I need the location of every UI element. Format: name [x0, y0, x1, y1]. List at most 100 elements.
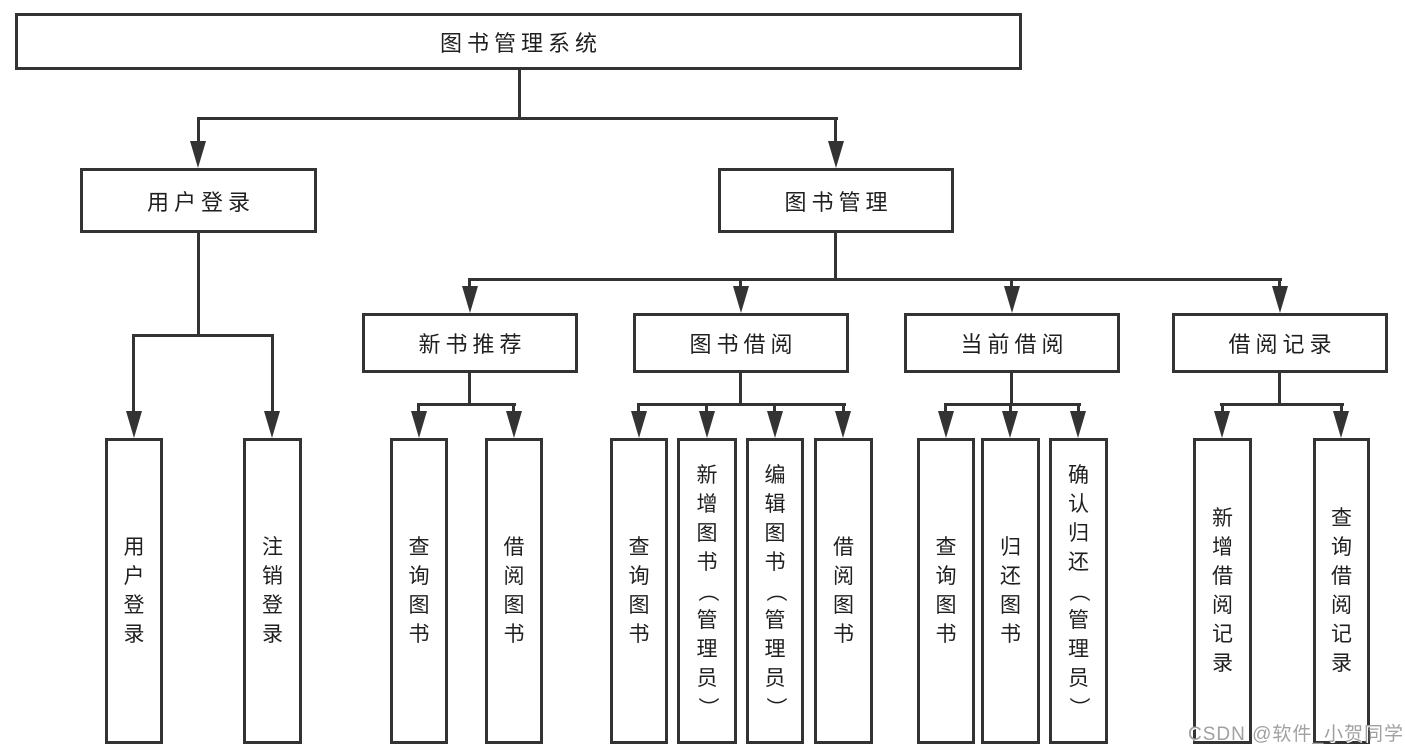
connector-line — [518, 70, 521, 119]
vertical-char: 增 — [696, 492, 718, 516]
node-library-management-system: 图书管理系统 — [15, 13, 1022, 70]
arrow-down-icon — [1333, 411, 1349, 438]
vertical-char: 记 — [1331, 623, 1352, 646]
node-borrowing-records: 借阅记录 — [1172, 313, 1388, 373]
vertical-char: 图 — [935, 594, 957, 617]
vertical-char: ） — [763, 696, 787, 718]
arrow-down-icon — [264, 411, 280, 438]
node-label: 图书借阅 — [689, 332, 798, 357]
vertical-char: 管 — [1068, 608, 1089, 632]
vertical-char: 借 — [1212, 565, 1233, 588]
arrow-down-icon — [733, 286, 749, 313]
vertical-char: 新 — [1212, 507, 1233, 530]
node-leaf-logout: 注销登录 — [243, 438, 302, 744]
vertical-char: 借 — [1331, 565, 1352, 588]
arrow-down-icon — [126, 411, 142, 438]
vertical-char: 管 — [696, 608, 718, 632]
arrow-down-icon — [506, 411, 522, 438]
node-book-management: 图书管理 — [718, 168, 954, 233]
vertical-char: 编 — [764, 463, 786, 487]
vertical-char: 登 — [262, 594, 283, 617]
connector-line — [739, 373, 742, 406]
vertical-char: 辑 — [764, 492, 786, 516]
connector-line — [944, 403, 947, 415]
node-user-login: 用户登录 — [80, 168, 317, 233]
vertical-char: 阅 — [1331, 594, 1352, 617]
node-label: 图书管理 — [784, 189, 893, 215]
vertical-char: 户 — [123, 565, 145, 588]
node-label: 当前借阅 — [960, 332, 1069, 357]
arrow-down-icon — [1070, 411, 1086, 438]
arrow-down-icon — [1272, 286, 1288, 313]
arrow-down-icon — [462, 286, 478, 313]
vertical-char: 阅 — [503, 565, 525, 588]
vertical-char: 借 — [503, 536, 525, 559]
connector-line — [773, 403, 776, 415]
vertical-char: 员 — [764, 666, 786, 690]
arrow-down-icon — [1004, 286, 1020, 313]
vertical-char: 询 — [1331, 536, 1352, 559]
arrow-down-icon — [828, 141, 844, 168]
vertical-char: 销 — [262, 565, 283, 588]
node-leaf-add-book-admin: 新增图书（管理员） — [677, 438, 737, 744]
arrow-down-icon — [835, 411, 851, 438]
connector-line — [637, 403, 640, 415]
node-leaf-return-book: 归还图书 — [981, 438, 1040, 744]
arrow-down-icon — [631, 411, 647, 438]
node-book-borrowing: 图书借阅 — [633, 313, 849, 373]
vertical-char: 认 — [1068, 492, 1089, 516]
connector-line — [1221, 403, 1224, 415]
vertical-char: 借 — [833, 536, 854, 559]
vertical-char: 阅 — [1212, 594, 1233, 617]
connector-line — [417, 403, 420, 415]
node-current-borrowing: 当前借阅 — [904, 313, 1120, 373]
vertical-char: ） — [695, 696, 719, 718]
node-leaf-user-login: 用户登录 — [105, 438, 163, 744]
vertical-char: 增 — [1212, 536, 1233, 559]
arrow-down-icon — [767, 411, 783, 438]
vertical-char: 记 — [1212, 623, 1233, 646]
vertical-char: 录 — [1212, 652, 1233, 675]
vertical-char: 询 — [408, 565, 430, 588]
connector-line — [944, 403, 1081, 406]
node-leaf-query-books-recommend: 查询图书 — [390, 438, 448, 744]
vertical-char: 还 — [1000, 565, 1021, 588]
vertical-char: 查 — [628, 536, 650, 559]
vertical-char: 阅 — [833, 565, 854, 588]
connector-line — [417, 403, 516, 406]
node-leaf-query-books-current: 查询图书 — [917, 438, 975, 744]
node-leaf-query-books-borrow: 查询图书 — [610, 438, 668, 744]
vertical-char: ） — [1067, 696, 1090, 718]
vertical-char: 书 — [935, 623, 957, 646]
connector-line — [132, 334, 135, 415]
connector-line — [468, 278, 471, 292]
vertical-char: 查 — [408, 536, 430, 559]
arrow-down-icon — [1002, 411, 1018, 438]
connector-line — [739, 278, 742, 292]
connector-line — [842, 403, 845, 415]
node-leaf-edit-book-admin: 编辑图书（管理员） — [746, 438, 804, 744]
arrow-down-icon — [411, 411, 427, 438]
vertical-char: 录 — [1331, 652, 1352, 675]
connector-line — [1077, 403, 1080, 415]
csdn-watermark: CSDN @软件_小贺同学 — [1188, 724, 1404, 745]
connector-line — [637, 403, 846, 406]
node-leaf-borrow-books: 借阅图书 — [814, 438, 873, 744]
connector-line — [468, 373, 471, 406]
vertical-char: 注 — [262, 536, 283, 559]
connector-line — [834, 117, 837, 145]
connector-line — [512, 403, 515, 415]
vertical-char: 理 — [764, 637, 786, 661]
vertical-char: （ — [1067, 580, 1090, 602]
connector-line — [1278, 373, 1281, 406]
node-leaf-add-borrow-record: 新增借阅记录 — [1193, 438, 1252, 744]
vertical-char: 员 — [696, 666, 718, 690]
node-leaf-confirm-return-admin: 确认归还（管理员） — [1049, 438, 1108, 744]
vertical-char: 图 — [628, 594, 650, 617]
node-label: 用户登录 — [146, 189, 255, 215]
vertical-char: 询 — [628, 565, 650, 588]
vertical-char: 书 — [1000, 623, 1021, 646]
vertical-char: 归 — [1068, 521, 1089, 545]
vertical-char: 书 — [764, 550, 786, 574]
